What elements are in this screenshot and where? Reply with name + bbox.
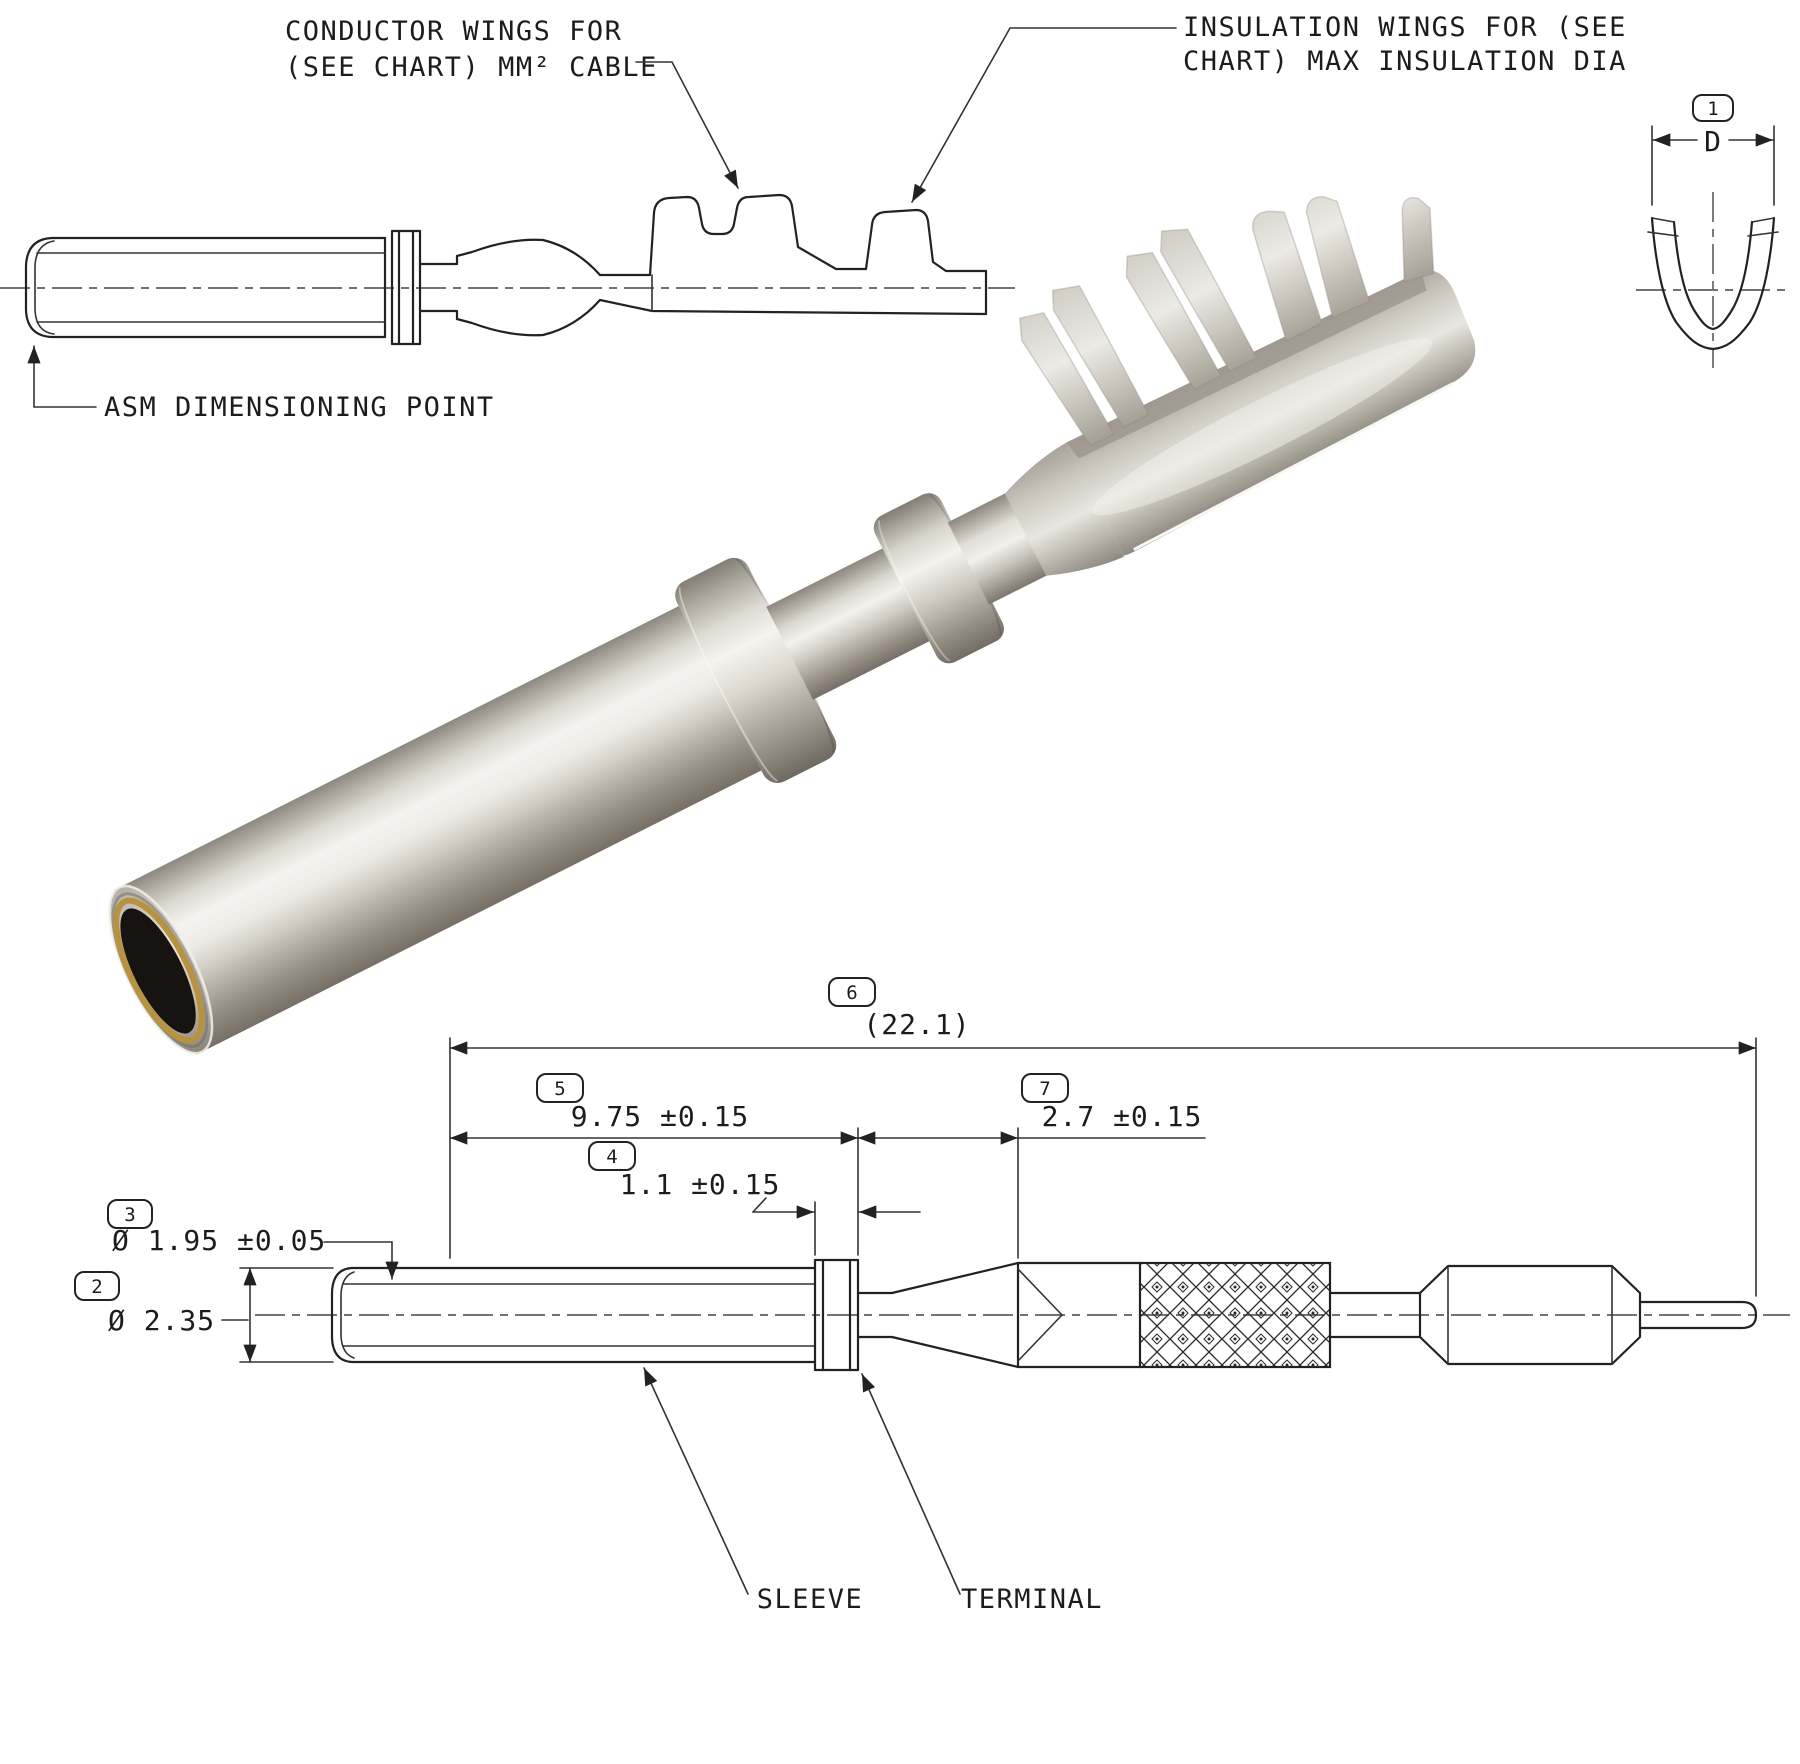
balloon-7: [1021, 1073, 1069, 1103]
render-funnel: [1004, 442, 1124, 576]
flange-top-view: [390, 229, 422, 346]
flange-bottom-view: [813, 1258, 860, 1372]
render-flange-ring: [675, 557, 837, 783]
balloon-3: [107, 1199, 153, 1229]
callout-asm-text: ASM DIMENSIONING POINT: [104, 392, 495, 423]
label-sleeve-group: SLEEVE: [643, 1367, 864, 1615]
balloon-6: [828, 977, 876, 1007]
render-neck2: [947, 492, 1048, 605]
render-conductor-wing-tine: [1018, 311, 1115, 447]
render-sleeve-body: [114, 602, 769, 1055]
dim-overall-text: (22.1): [863, 1008, 970, 1041]
balloon-2-number: 2: [91, 1276, 102, 1298]
render-conductor-wing-tine: [1160, 228, 1258, 373]
end-view-inner-profile: [1672, 220, 1754, 331]
conductor-wings-profile: [598, 193, 988, 277]
cone-bottom-view: [890, 1261, 1020, 1369]
callout-conductor-wings: CONDUCTOR WINGS FOR (SEE CHART) MM² CABL…: [285, 16, 739, 189]
end-view-outer-profile: [1650, 216, 1776, 351]
balloon-4: [588, 1141, 636, 1171]
render-insulation-wing: [1305, 196, 1371, 319]
balloon-2: [74, 1271, 120, 1301]
callout-asm-point: ASM DIMENSIONING POINT: [27, 345, 495, 423]
label-sleeve: SLEEVE: [757, 1584, 864, 1615]
balloon-3-number: 3: [124, 1204, 135, 1226]
dim-funnel-length: 7 2.7 ±0.15: [857, 1073, 1206, 1259]
sleeve-outline-bottom: [330, 1266, 817, 1364]
callout-insulation-wings: INSULATION WINGS FOR (SEE CHART) MAX INS…: [911, 12, 1627, 203]
render-insulation-wing: [1251, 210, 1323, 342]
dim-bore-diameter: 3 Ø 1.95 ±0.05: [107, 1199, 399, 1280]
dim-overall-length: 6 (22.1): [449, 977, 1757, 1297]
dim-outer-diameter: 2 Ø 2.35: [74, 1267, 334, 1363]
dim-funnel-text: 2.7 ±0.15: [1042, 1100, 1203, 1133]
leader-conductor: [635, 61, 739, 189]
side-view-drawing: CONDUCTOR WINGS FOR (SEE CHART) MM² CABL…: [0, 12, 1627, 423]
tail-outline: [1638, 1300, 1758, 1330]
label-terminal: TERMINAL: [961, 1584, 1103, 1615]
dim-flange-text: 1.1 ±0.15: [620, 1168, 781, 1201]
dim-d-text: D: [1704, 125, 1722, 158]
dim-od-text: Ø 2.35: [108, 1304, 215, 1337]
render-tail-flare: [1401, 197, 1435, 283]
render-bore-hole: [120, 908, 196, 1034]
cone-top-view: [455, 238, 602, 337]
balloon-5-number: 5: [554, 1078, 565, 1100]
knurl-section: [1138, 1261, 1332, 1369]
callout-insulation-line1: INSULATION WINGS FOR (SEE: [1183, 12, 1627, 43]
leader-terminal: [861, 1373, 961, 1595]
balloon-5: [536, 1073, 584, 1103]
render-3d-terminal: [108, 196, 1476, 1055]
balloon-4-number: 4: [606, 1146, 617, 1168]
internal-funnel: [1017, 1268, 1063, 1362]
leader-insulation: [911, 27, 1177, 203]
leader-sleeve: [643, 1367, 749, 1595]
callout-insulation-line2: CHART) MAX INSULATION DIA: [1183, 46, 1627, 77]
dim-sleeve-length-text: 9.75 ±0.15: [571, 1100, 750, 1133]
sleeve-outline-top: [24, 236, 387, 339]
leader-asm: [27, 345, 97, 408]
end-view-drawing: 1 D: [1636, 94, 1790, 368]
render-conductor-wing-tine: [1125, 251, 1223, 391]
dimensioned-view-drawing: 6 (22.1) 5 9.75 ±0.15 7 2.7 ±0.15: [74, 977, 1790, 1615]
label-terminal-group: TERMINAL: [861, 1373, 1103, 1615]
callout-conductor-line1: CONDUCTOR WINGS FOR: [285, 16, 622, 47]
balloon-6-number: 6: [846, 982, 857, 1004]
dim-flange-width: 4 1.1 ±0.15: [588, 1141, 921, 1256]
callout-conductor-line2: (SEE CHART) MM² CABLE: [285, 52, 658, 83]
render-neck: [766, 546, 933, 700]
render-conductor-wing-tine: [1051, 285, 1150, 429]
balloon-1: [1692, 94, 1734, 122]
dim-bore-text: Ø 1.95 ±0.05: [112, 1224, 326, 1257]
balloon-7-number: 7: [1039, 1078, 1050, 1100]
dim-sleeve-length: 5 9.75 ±0.15: [449, 1073, 859, 1256]
render-second-ring: [873, 493, 1004, 664]
balloon-1-number: 1: [1707, 98, 1718, 120]
insulation-crimp-outline: [1418, 1264, 1642, 1366]
render-gold-contact-ring: [113, 897, 205, 1044]
